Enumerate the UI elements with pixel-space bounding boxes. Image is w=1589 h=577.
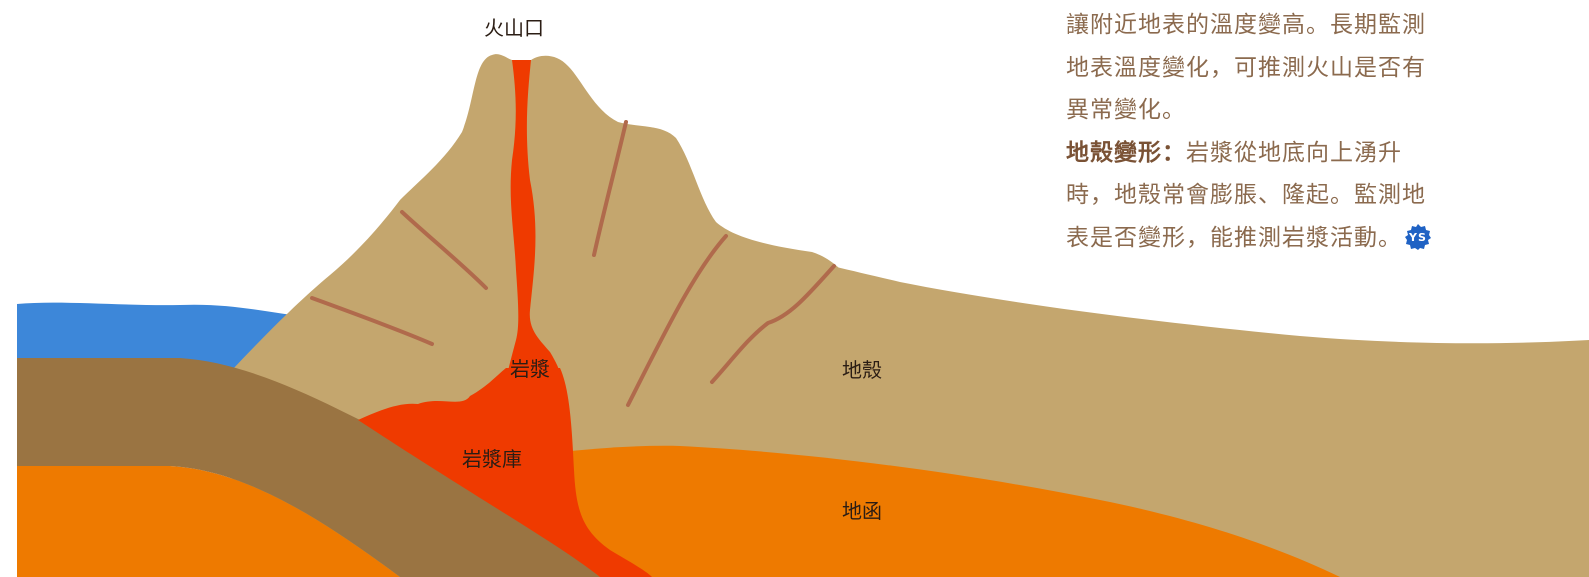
fissure-1 — [310, 296, 434, 346]
magma-conduit — [506, 60, 562, 380]
fissure-3 — [592, 120, 628, 257]
magma-chamber-label: 岩漿庫 — [462, 447, 522, 471]
mantle-right — [560, 445, 1340, 577]
crater-label: 火山口 — [484, 16, 544, 40]
fissure-5 — [710, 264, 836, 384]
sea-water — [17, 302, 300, 372]
magma-chamber-shape — [358, 368, 652, 577]
fissure-4 — [626, 234, 728, 407]
subducting-plate — [17, 358, 600, 577]
deformation-paragraph: 地殼變形：岩漿從地底向上湧升時，地殼常會膨脹、隆起。監測地表是否變形，能推測岩漿… — [1066, 132, 1436, 260]
mantle-left — [17, 466, 400, 577]
ys-badge-text: YS — [1408, 231, 1427, 244]
fissure-2 — [400, 210, 488, 290]
ys-badge-icon[interactable]: YS — [1404, 223, 1432, 251]
deformation-term: 地殼變形： — [1066, 139, 1186, 166]
crust-label: 地殼 — [842, 358, 882, 382]
deformation-body: 岩漿從地底向上湧升時，地殼常會膨脹、隆起。監測地表是否變形，能推測岩漿活動。 — [1066, 139, 1426, 251]
mantle-label: 地函 — [842, 499, 882, 523]
description-text-panel: 讓附近地表的溫度變高。長期監測地表溫度變化，可推測火山是否有異常變化。 地殼變形… — [1066, 4, 1436, 259]
temperature-paragraph: 讓附近地表的溫度變高。長期監測地表溫度變化，可推測火山是否有異常變化。 — [1066, 12, 1426, 123]
magma-label: 岩漿 — [510, 357, 550, 381]
fissures — [310, 120, 836, 407]
